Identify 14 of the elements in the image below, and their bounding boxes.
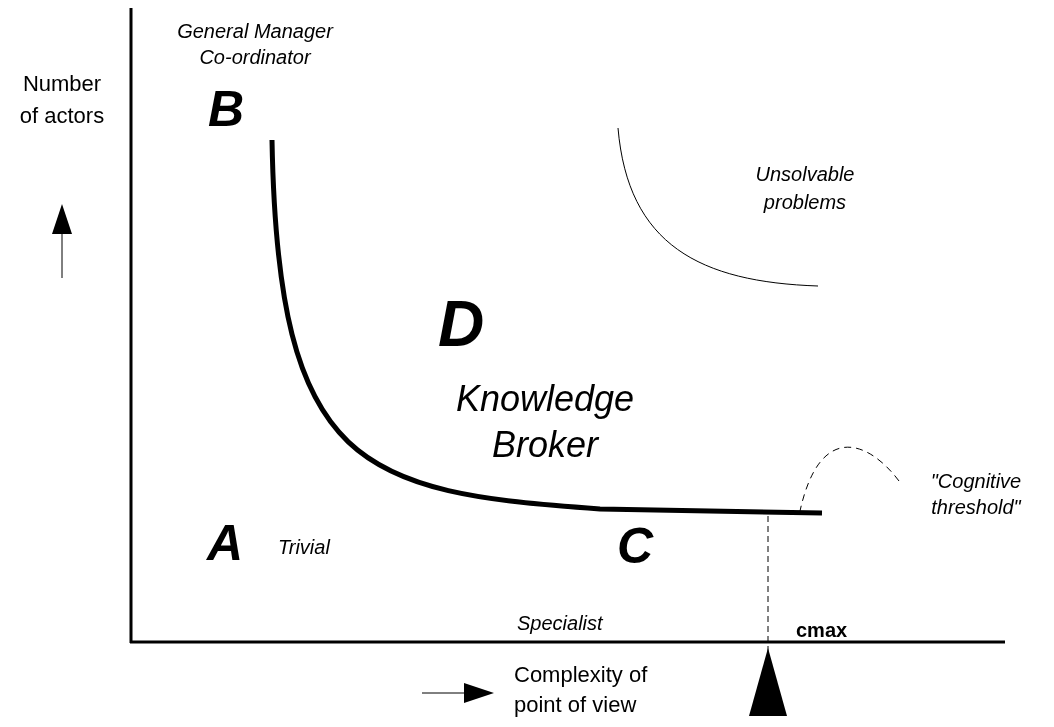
region-letter: B	[208, 84, 246, 134]
region-letter: D	[438, 292, 486, 356]
region-label: Specialist	[517, 613, 604, 633]
axis-label: Complexity of point of view	[514, 661, 649, 719]
leader-line	[799, 446, 900, 512]
region-letter: C	[617, 521, 655, 571]
callout-text: "Cognitive threshold"	[900, 468, 1052, 520]
region-letter: A	[207, 518, 245, 568]
axis-label: Number of actors	[18, 70, 106, 130]
threshold-label: cmax	[796, 620, 849, 640]
role-label: General Manager Co-ordinator	[176, 19, 335, 70]
region-label: Trivial	[278, 537, 332, 557]
region-label: Knowledge Broker	[454, 377, 636, 467]
region-label: Unsolvable problems	[754, 162, 856, 215]
